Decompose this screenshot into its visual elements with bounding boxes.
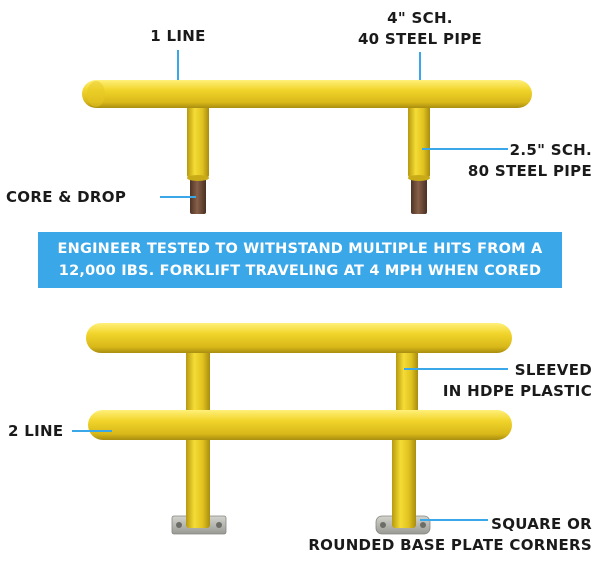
one-line-guardrail bbox=[82, 80, 532, 214]
post-right-lower bbox=[392, 432, 416, 528]
post-left-upper bbox=[186, 344, 210, 416]
label-one-line: 1 LINE bbox=[150, 27, 206, 45]
label-base-plate-corners: SQUARE OR ROUNDED BASE PLATE CORNERS bbox=[308, 515, 592, 554]
banner-line-2: 12,000 IBS. FORKLIFT TRAVELING AT 4 MPH … bbox=[58, 263, 542, 279]
post-sleeve-left bbox=[187, 104, 209, 178]
post-right-upper bbox=[396, 344, 418, 416]
label-two-line: 2 LINE bbox=[8, 422, 64, 440]
post-core-right bbox=[411, 174, 427, 214]
top-rail bbox=[82, 80, 532, 108]
label-4in-sch40-pipe: 4" SCH. 40 STEEL PIPE bbox=[357, 9, 483, 48]
engineering-banner: ENGINEER TESTED TO WITHSTAND MULTIPLE HI… bbox=[38, 232, 562, 288]
banner-line-1: ENGINEER TESTED TO WITHSTAND MULTIPLE HI… bbox=[57, 241, 543, 257]
post-core-left bbox=[190, 174, 206, 214]
label-25in-sch80-pipe: 2.5" SCH. 80 STEEL PIPE bbox=[467, 141, 592, 180]
post-left-lower bbox=[186, 432, 210, 528]
leader-lines bbox=[72, 50, 508, 521]
post-sleeve-right bbox=[408, 104, 430, 178]
label-sleeved-hdpe: SLEEVED IN HDPE PLASTIC bbox=[442, 361, 592, 400]
lower-rail bbox=[88, 410, 512, 440]
upper-rail bbox=[86, 323, 512, 353]
label-core-drop: CORE & DROP bbox=[6, 188, 127, 206]
two-line-guardrail bbox=[86, 323, 512, 535]
